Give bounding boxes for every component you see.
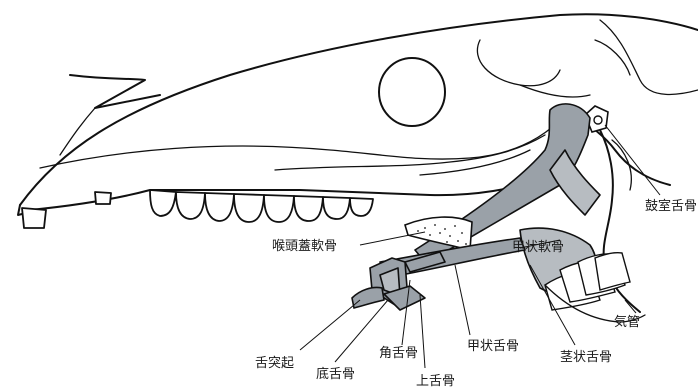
tympanohyoid-hole xyxy=(594,116,602,124)
label-ceratohyoid: 角舌骨 xyxy=(379,346,418,361)
cheek-tooth xyxy=(176,192,205,219)
label-thyroid-cartilage: 甲状軟骨 xyxy=(512,239,564,255)
cheek-tooth xyxy=(150,190,176,216)
cheek-tooth xyxy=(350,198,373,216)
label-basihyoid: 底舌骨 xyxy=(316,366,355,382)
label-epiglottic-cartilage: 喉頭蓋軟骨 xyxy=(272,238,337,254)
cheek-tooth xyxy=(205,193,234,221)
label-thyrohyoid: 甲状舌骨 xyxy=(467,339,519,354)
label-trachea: 気管 xyxy=(614,314,640,330)
lingual-process xyxy=(352,287,384,308)
cheek-tooth xyxy=(234,194,264,222)
cheek-tooth xyxy=(323,197,350,219)
teeth xyxy=(22,190,373,228)
label-stylohyoid: 茎状舌骨 xyxy=(560,350,612,365)
incisor xyxy=(22,208,46,228)
cheek-tooth xyxy=(264,195,294,222)
label-epihyoid: 上舌骨 xyxy=(416,374,455,389)
orbit xyxy=(379,58,445,126)
label-lingual-process: 舌突起 xyxy=(255,355,294,371)
cheek-tooth xyxy=(294,196,323,221)
canine xyxy=(95,192,111,204)
label-tympanohyoid: 鼓室舌骨 xyxy=(645,198,697,214)
